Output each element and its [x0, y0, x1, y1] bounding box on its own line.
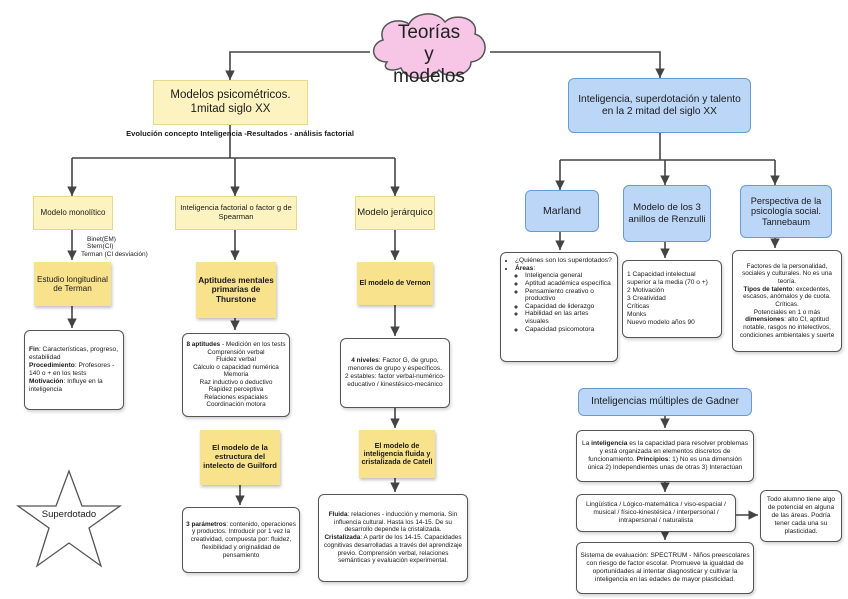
terman-detail-fin: Fin: Características, progreso, estabili…: [29, 346, 119, 362]
vernon-stable: 2 estables: factor verbal-numérico-educa…: [344, 373, 446, 388]
tannenbaum-potential: Potenciales en 1 o más: [753, 308, 821, 316]
marland-area-item: Inteligencia general: [525, 272, 613, 280]
renzulli-line: Críticas: [627, 302, 650, 310]
spectrum-evaluation: Sistema de evaluación: SPECTRUM - Niños …: [580, 552, 750, 583]
aptitude-item: Raz inductivo o deductivo: [199, 378, 273, 386]
tannenbaum-types: Tipos de talento: excedentes, escasos, a…: [743, 285, 831, 308]
guilford-note: El modelo de la estructura del intelecto…: [200, 430, 280, 485]
marland-box: Marland: [525, 190, 599, 232]
aptitudes-heading: 8 aptitudes - Medición en los tests: [186, 341, 286, 349]
tannenbaum-box: Perspectiva de la psicología social. Tan…: [740, 185, 832, 238]
gardner-side-note-box: Todo alumno tiene algo de potencial en a…: [760, 490, 842, 542]
marland-area-item: Capacidad psicomotora: [525, 326, 613, 334]
hierarchical-model-title: Modelo jerárquico: [357, 206, 433, 218]
gardner-types-box: Lingüística / Lógico-matemática / viso-e…: [576, 494, 736, 532]
monolithic-model-box: Modelo monolítico: [33, 196, 113, 230]
vernon-levels: 4 niveles: Factor G, de grupo, menores d…: [348, 357, 442, 373]
psychometric-models-box: Modelos psicométricos. 1mitad siglo XX: [153, 80, 308, 125]
aptitude-item: Relaciones espaciales: [204, 393, 268, 401]
thurstone-title: Aptitudes mentales primarias de Thurston…: [198, 275, 274, 304]
renzulli-line: Nuevo modelo años 90: [627, 318, 695, 326]
vernon-details-box: 4 niveles: Factor G, de grupo, menores d…: [340, 338, 450, 408]
guilford-title: El modelo de la estructura del intelecto…: [203, 443, 277, 470]
star-shape: [15, 469, 123, 568]
renzulli-box: Modelo de los 3 anillos de Renzulli: [623, 185, 711, 242]
terman-detail-motivacion: Motivación: Influye en la inteligencia: [29, 377, 103, 393]
tannenbaum-title: Perspectiva de la psicología social. Tan…: [750, 195, 822, 227]
renzulli-line: 1 Capacidad intelectual superior a la me…: [627, 271, 708, 287]
marland-details-box: ¿Quiénes son los superdotados? Áreas: In…: [500, 252, 618, 362]
marland-title: Marland: [543, 204, 581, 217]
terman-study-title: Estudio longitudinal de Terman: [36, 274, 108, 293]
gardner-definition-box: La inteligencia es la capacidad para res…: [576, 430, 754, 482]
marland-area-item: Capacidad de liderazgo: [525, 303, 613, 311]
talent-20th-century-box: Inteligencia, superdotación y talento en…: [568, 78, 751, 133]
cattell-title: El modelo de inteligencia fluida y crist…: [361, 440, 433, 467]
author-stern: Stern(CI): [87, 243, 114, 251]
renzulli-title: Modelo de los 3 anillos de Renzulli: [628, 202, 706, 225]
fluid-intelligence: Fluida: relaciones - inducción y memoria…: [328, 511, 458, 534]
terman-details-box: Fin: Características, progreso, estabili…: [24, 330, 124, 410]
root-cloud: Teorías y modelos: [367, 8, 491, 87]
aptitude-item: Coordinación motora: [206, 401, 266, 409]
tannenbaum-dimensions: dimensiones: alto CI, aptitud notable, r…: [739, 316, 835, 339]
author-terman: Terman (CI desviación): [81, 250, 148, 258]
guilford-details-box: 3 parámetros: contenido, operaciones y p…: [182, 507, 300, 573]
renzulli-line: 3 Creatividad: [627, 295, 666, 303]
aptitude-item: Rapidez perceptiva: [208, 386, 264, 394]
thurstone-note: Aptitudes mentales primarias de Thurston…: [196, 262, 276, 318]
crystallized-intelligence: Cristalizada: A partir de los 14-15. Cap…: [323, 534, 463, 565]
aptitude-item: Fluidez verbal: [216, 356, 256, 364]
gardner-types: Lingüística / Lógico-matemática / viso-e…: [586, 500, 726, 525]
psychometric-subtitle: Evolución concepto Inteligencia -Resulta…: [126, 129, 354, 138]
superdotado-star: Superdotado: [14, 468, 124, 570]
marland-areas: Áreas: Inteligencia general Aptitud acad…: [515, 265, 613, 334]
vernon-note: El modelo de Vernon: [357, 262, 433, 305]
terman-detail-procedimiento: Procedimiento: Profesores - 140 o + en l…: [29, 362, 115, 377]
cattell-details-box: Fluida: relaciones - inducción y memoria…: [318, 494, 468, 582]
renzulli-details-box: 1 Capacidad intelectual superior a la me…: [622, 260, 722, 338]
marland-question: ¿Quiénes son los superdotados?: [515, 257, 613, 265]
talent-20th-century-title: Inteligencia, superdotación y talento en…: [578, 93, 741, 117]
aptitude-item: Memoria: [223, 371, 249, 379]
tannenbaum-intro: Factores de la personalidad, sociales y …: [742, 262, 832, 285]
root-title: Teorías y modelos: [393, 22, 465, 87]
marland-area-item: Habilidad en las artes visuales: [525, 310, 613, 325]
cattell-note: El modelo de inteligencia fluida y crist…: [359, 430, 435, 478]
aptitude-item: Comprensión verbal: [207, 348, 265, 356]
psychometric-models-title: Modelos psicométricos. 1mitad siglo XX: [170, 89, 291, 115]
factorial-model-title: Inteligencia factorial o factor g de Spe…: [180, 203, 292, 221]
gardner-definition: La inteligencia es la capacidad para res…: [581, 440, 749, 471]
hierarchical-model-box: Modelo jerárquico: [355, 196, 435, 230]
gardner-box: Inteligencias múltiples de Gadner: [578, 388, 752, 416]
author-binet: Binet(EM): [87, 236, 116, 243]
vernon-title: El modelo de Vernon: [359, 278, 431, 288]
spectrum-box: Sistema de evaluación: SPECTRUM - Niños …: [576, 542, 754, 594]
marland-area-item: Aptitud académica específica: [525, 280, 613, 288]
guilford-details: 3 parámetros: contenido, operaciones y p…: [186, 520, 296, 559]
tannenbaum-details-box: Factores de la personalidad, sociales y …: [732, 250, 842, 352]
monolithic-authors: Binet(EM) Stern(CI) Terman (CI desviació…: [81, 236, 181, 258]
renzulli-line: Monks: [627, 310, 647, 318]
aptitude-item: Cálculo o capacidad numérica: [193, 363, 279, 371]
cloud-shape: [373, 13, 486, 79]
factorial-model-box: Inteligencia factorial o factor g de Spe…: [175, 196, 297, 230]
aptitudes-box: 8 aptitudes - Medición en los tests Comp…: [182, 333, 290, 417]
renzulli-line: 2 Motivación: [627, 287, 665, 295]
gardner-title: Inteligencias múltiples de Gadner: [591, 396, 739, 408]
gardner-side-note: Todo alumno tiene algo de potencial en a…: [766, 496, 836, 535]
superdotado-label: Superdotado: [41, 509, 97, 520]
marland-area-item: Pensamiento creativo o productivo: [525, 288, 613, 303]
monolithic-model-title: Modelo monolítico: [40, 208, 106, 218]
terman-study-note: Estudio longitudinal de Terman: [34, 262, 111, 306]
